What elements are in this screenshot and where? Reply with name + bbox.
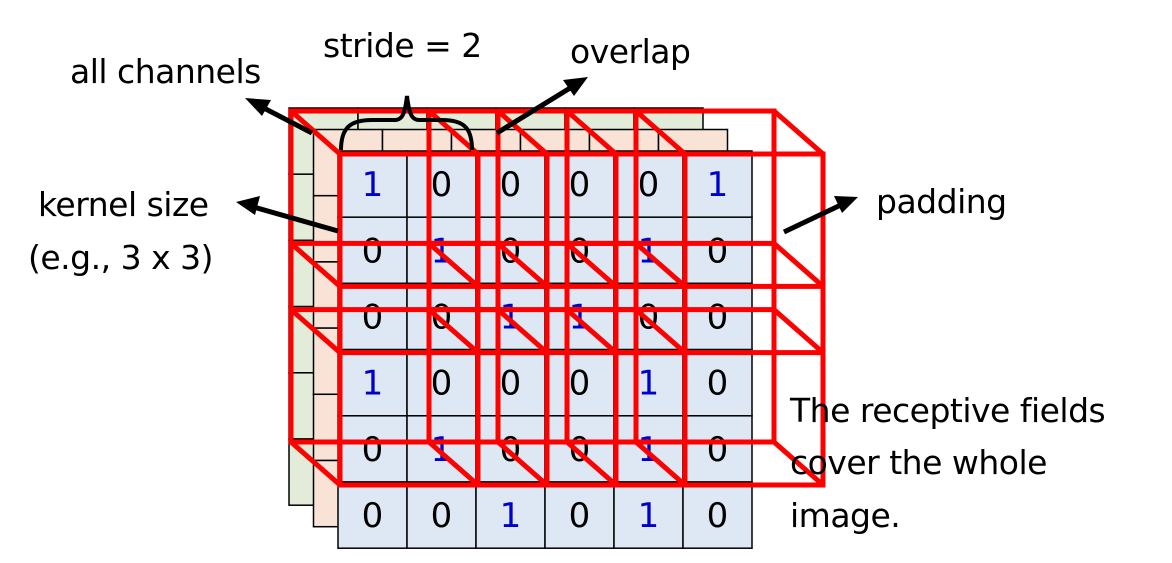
cell-value: 0 xyxy=(431,496,453,536)
label-padding: padding xyxy=(876,182,1007,221)
label-all-channels: all channels xyxy=(70,52,261,91)
arrowhead-icon xyxy=(563,77,588,96)
cell-value: 0 xyxy=(500,364,522,404)
all-channels-arrow xyxy=(256,102,314,136)
grid-cell xyxy=(613,481,684,549)
receptive-field-frame-0 xyxy=(288,108,550,356)
receptive-field-frame-2 xyxy=(564,108,826,356)
grid-cell xyxy=(475,481,546,549)
label-kernel-size-example: (e.g., 3 x 3) xyxy=(28,238,213,277)
cell-value: 0 xyxy=(707,231,729,271)
grid-cell xyxy=(613,150,684,218)
cell-value: 1 xyxy=(638,364,660,404)
grid-cell xyxy=(337,415,408,483)
grid-cell xyxy=(613,348,684,417)
label-stride: stride = 2 xyxy=(323,26,482,65)
grid-cell xyxy=(337,150,408,218)
caption-line-2: cover the whole xyxy=(790,443,1047,482)
caption-line-3: image. xyxy=(790,496,901,535)
arrowhead-icon xyxy=(834,196,858,213)
cell-value: 0 xyxy=(638,165,660,205)
cell-value: 0 xyxy=(569,364,591,404)
grid-cell xyxy=(337,481,408,549)
caption-line-1: The receptive fields xyxy=(790,391,1106,430)
cell-value: 0 xyxy=(707,496,729,536)
grid-cell xyxy=(682,481,753,549)
cell-value: 0 xyxy=(362,298,384,338)
cell-value: 0 xyxy=(707,364,729,404)
label-kernel-size: kernel size xyxy=(38,185,209,224)
grid-cell xyxy=(406,481,477,549)
cell-value: 1 xyxy=(500,496,522,536)
grid-cell xyxy=(544,150,615,218)
cell-value: 1 xyxy=(707,165,729,205)
cell-value: 0 xyxy=(707,430,729,470)
grid-cell xyxy=(337,282,408,351)
cell-value: 0 xyxy=(569,496,591,536)
grid-cell xyxy=(475,150,546,218)
grid-cell xyxy=(682,282,753,351)
grid-cell xyxy=(544,348,615,417)
cell-value: 0 xyxy=(707,298,729,338)
receptive-field-frame-3 xyxy=(288,240,550,488)
label-overlap: overlap xyxy=(570,32,691,71)
grid-cell xyxy=(406,348,477,417)
padding-arrow xyxy=(782,200,847,235)
grid-cell xyxy=(337,348,408,417)
receptive-field-frame-4 xyxy=(426,240,688,488)
receptive-field-frame-1 xyxy=(426,108,688,356)
receptive-field-frame-5 xyxy=(564,240,826,488)
arrowhead-icon xyxy=(245,98,271,116)
cell-value: 0 xyxy=(569,165,591,205)
annotation-arrows xyxy=(236,77,858,235)
cell-value: 0 xyxy=(431,364,453,404)
cell-value: 0 xyxy=(362,231,384,271)
kernel-size-arrow xyxy=(249,203,339,234)
overlap-arrow xyxy=(495,82,577,136)
stride-brace xyxy=(339,95,474,151)
grid-cell xyxy=(682,150,753,218)
cell-value: 0 xyxy=(431,165,453,205)
cell-value: 0 xyxy=(362,496,384,536)
cell-value: 1 xyxy=(362,364,384,404)
grid-cell xyxy=(682,415,753,483)
cell-value: 1 xyxy=(638,496,660,536)
cell-value: 0 xyxy=(362,430,384,470)
cell-value: 1 xyxy=(362,165,384,205)
arrowhead-icon xyxy=(236,196,260,215)
cell-value: 0 xyxy=(500,165,522,205)
